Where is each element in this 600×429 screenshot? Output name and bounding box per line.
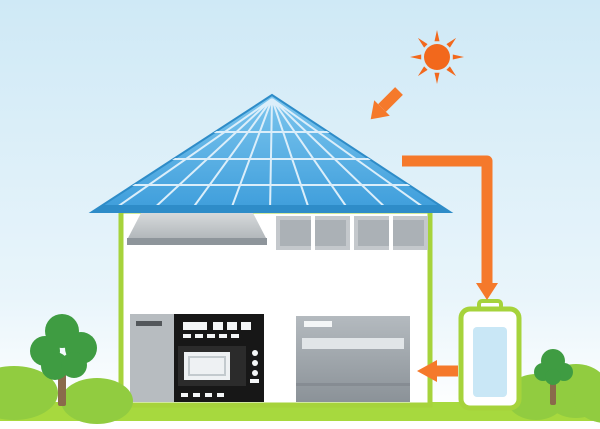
dishwasher-slot xyxy=(302,338,404,349)
knob-mark xyxy=(252,360,258,366)
arrow-head xyxy=(417,360,437,382)
dishwasher-groove xyxy=(296,383,410,386)
knob-mark xyxy=(227,322,237,330)
dishwasher xyxy=(296,316,410,402)
oven-controls xyxy=(250,350,259,383)
display-mark xyxy=(183,322,207,330)
oven-door-inner xyxy=(188,356,226,376)
tree xyxy=(30,314,97,406)
bush xyxy=(574,375,600,423)
dishwasher-body xyxy=(296,316,410,402)
window-pane xyxy=(393,220,424,246)
knob-mark xyxy=(231,334,239,338)
vent-awning xyxy=(127,213,267,245)
bush xyxy=(0,366,58,420)
awning-band xyxy=(127,238,267,245)
sun-rays xyxy=(410,30,464,84)
panel-grid xyxy=(92,98,450,212)
greenery-left xyxy=(0,314,133,424)
storage-battery xyxy=(458,299,522,411)
sun-icon xyxy=(410,30,464,84)
greenery-right xyxy=(506,349,600,423)
cooktop-panel xyxy=(183,322,251,338)
knob-mark xyxy=(252,370,258,376)
knob-mark xyxy=(213,322,223,330)
house xyxy=(118,208,433,408)
knob-mark xyxy=(217,393,224,397)
canopy-blob xyxy=(545,369,561,385)
oven xyxy=(178,346,259,386)
solar-panel-roof xyxy=(88,93,454,213)
awning-face xyxy=(127,213,267,240)
sun-disc xyxy=(424,44,450,70)
knob-mark xyxy=(252,350,258,356)
knob-mark xyxy=(195,334,203,338)
knob-mark xyxy=(181,393,188,397)
arrow-shaft xyxy=(402,155,493,286)
sunlight-arrow xyxy=(370,87,403,120)
window-mullion xyxy=(389,216,393,250)
refrigerator-panel xyxy=(130,314,174,402)
upstairs-window-right xyxy=(354,216,428,250)
knob-mark xyxy=(250,379,259,383)
knob-mark xyxy=(219,334,227,338)
window-pane xyxy=(315,220,346,246)
arrow-shaft xyxy=(378,87,403,112)
window-mullion xyxy=(311,216,315,250)
knob-mark xyxy=(205,393,212,397)
knob-mark xyxy=(193,393,200,397)
energy-flow-arrows xyxy=(370,87,498,382)
knob-mark xyxy=(207,334,215,338)
arrow-head xyxy=(476,283,498,300)
battery-level xyxy=(473,327,507,397)
window-pane xyxy=(280,220,311,246)
knob-mark xyxy=(241,322,251,330)
canopy-blob xyxy=(41,352,69,380)
arrow-head xyxy=(370,100,390,120)
tree xyxy=(534,349,573,405)
knob-mark xyxy=(183,334,191,338)
roof-to-battery-arrow xyxy=(402,155,498,300)
upstairs-window-left xyxy=(276,216,350,250)
kitchen-unit xyxy=(130,314,264,402)
canopy-blob xyxy=(61,352,87,378)
refrigerator-handle xyxy=(136,321,162,326)
battery-to-appliances-arrow xyxy=(417,360,458,382)
window-pane xyxy=(358,220,389,246)
base-strip xyxy=(174,388,264,402)
dishwasher-handle xyxy=(304,321,332,327)
tree-canopy xyxy=(30,314,97,380)
bush xyxy=(61,378,133,424)
tree-canopy xyxy=(534,349,573,385)
roof-eave-edge xyxy=(92,205,450,212)
